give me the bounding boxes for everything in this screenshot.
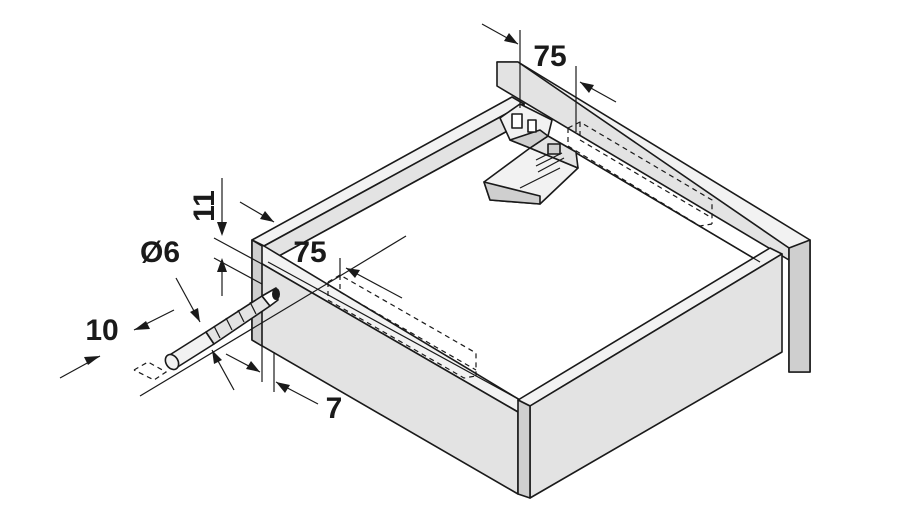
dim-label-rear-offset: 75 <box>533 40 566 73</box>
dim-front-offset <box>239 201 403 299</box>
dim-label-front-offset: 75 <box>293 236 326 269</box>
dim-label-drill-diameter: Ø6 <box>140 236 180 269</box>
back-panel <box>496 61 811 373</box>
dim-drill-height <box>213 178 263 296</box>
drill-bit-icon <box>164 287 280 371</box>
drill-axis-line <box>133 235 407 397</box>
rear-runner-outline <box>567 121 713 227</box>
dim-rear-offset <box>481 23 617 132</box>
dim-drill-diameter <box>175 277 235 391</box>
locking-device-icon <box>483 103 579 205</box>
dim-label-panel-offset: 7 <box>326 392 343 425</box>
dim-drill-depth <box>59 309 175 379</box>
dim-panel-offset <box>225 346 319 405</box>
right-side-panel <box>517 247 783 499</box>
dim-label-drill-depth: 10 <box>85 314 118 347</box>
dim-label-drill-height: 11 <box>188 190 221 222</box>
